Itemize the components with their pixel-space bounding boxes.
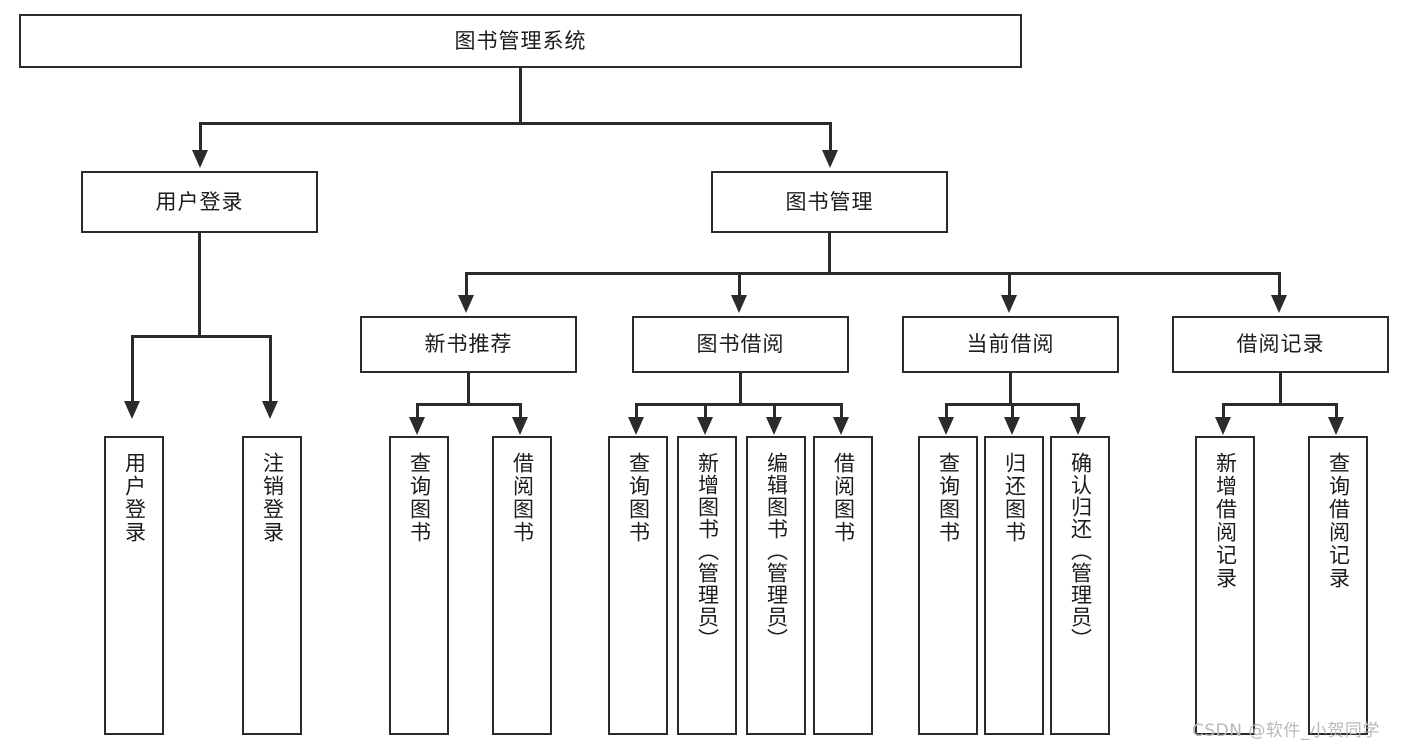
connector-borrow-record-stem: [1279, 373, 1282, 405]
node-label: 新书推荐: [424, 332, 513, 357]
connector-borrow-record-bus: [1222, 403, 1338, 406]
arrowhead-to-book-borrow: [731, 295, 747, 313]
node-label: 查询借阅记录: [1326, 452, 1351, 590]
node-root-system[interactable]: 图书管理系统: [19, 14, 1022, 68]
node-label: 借阅记录: [1236, 332, 1325, 357]
connector-borrow-record-drop-1: [1222, 403, 1225, 419]
node-label: 借阅图书: [510, 452, 535, 544]
node-label: 归还图书: [1002, 452, 1027, 544]
arrowhead-new-book-leaf-1: [409, 417, 425, 435]
connector-new-book-drop-2: [519, 403, 522, 419]
connector-new-book-drop-1: [416, 403, 419, 419]
arrowhead-book-borrow-leaf-3: [766, 417, 782, 435]
connector-book-borrow-bus: [635, 403, 843, 406]
connector-current-borrow-drop-2: [1011, 403, 1014, 419]
connector-current-borrow-stem: [1009, 373, 1012, 405]
connector-user-login-drop-1: [131, 335, 134, 403]
node-label: 当前借阅: [966, 332, 1055, 357]
arrowhead-to-current-borrow: [1001, 295, 1017, 313]
connector-user-login-drop-2: [269, 335, 272, 403]
node-book-borrow[interactable]: 图书借阅: [632, 316, 849, 373]
connector-root-drop-1: [199, 122, 202, 152]
node-label: 用户登录: [122, 452, 147, 544]
connector-new-book-bus: [416, 403, 521, 406]
leaf-add-borrow-record[interactable]: 新增借阅记录: [1195, 436, 1255, 735]
connector-current-borrow-drop-3: [1077, 403, 1080, 419]
node-label: 借阅图书: [831, 452, 856, 544]
node-borrow-record[interactable]: 借阅记录: [1172, 316, 1389, 373]
node-label: 编辑图书（管理员）: [764, 452, 789, 650]
arrowhead-to-book-manage: [822, 150, 838, 168]
arrowhead-to-borrow-record: [1271, 295, 1287, 313]
arrowhead-book-borrow-leaf-4: [833, 417, 849, 435]
connector-level3-drop-3: [1008, 272, 1011, 297]
leaf-confirm-return-admin[interactable]: 确认归还（管理员）: [1050, 436, 1110, 735]
csdn-watermark: CSDN @软件_小贺同学: [1192, 721, 1380, 741]
connector-user-login-bus: [131, 335, 270, 338]
node-label: 注销登录: [260, 452, 285, 544]
node-user-login[interactable]: 用户登录: [81, 171, 318, 233]
connector-book-borrow-drop-1: [635, 403, 638, 419]
node-label: 图书管理: [785, 189, 874, 214]
arrowhead-to-user-login: [192, 150, 208, 168]
node-label: 查询图书: [626, 452, 651, 544]
connector-book-borrow-drop-4: [840, 403, 843, 419]
leaf-borrow-book[interactable]: 借阅图书: [813, 436, 873, 735]
leaf-add-book-admin[interactable]: 新增图书（管理员）: [677, 436, 737, 735]
leaf-query-book-current[interactable]: 查询图书: [918, 436, 978, 735]
connector-level3-drop-2: [738, 272, 741, 297]
node-label: 新增借阅记录: [1213, 452, 1238, 590]
node-book-management[interactable]: 图书管理: [711, 171, 948, 233]
connector-current-borrow-drop-1: [945, 403, 948, 419]
node-label: 查询图书: [407, 452, 432, 544]
connector-root-drop-2: [829, 122, 832, 152]
arrowhead-new-book-leaf-2: [512, 417, 528, 435]
node-label: 查询图书: [936, 452, 961, 544]
node-label: 新增图书（管理员）: [695, 452, 720, 650]
leaf-edit-book-admin[interactable]: 编辑图书（管理员）: [746, 436, 806, 735]
node-current-borrow[interactable]: 当前借阅: [902, 316, 1119, 373]
arrowhead-user-login-leaf-1: [124, 401, 140, 419]
connector-borrow-record-drop-2: [1335, 403, 1338, 419]
arrowhead-current-borrow-leaf-2: [1004, 417, 1020, 435]
arrowhead-current-borrow-leaf-3: [1070, 417, 1086, 435]
leaf-logout[interactable]: 注销登录: [242, 436, 302, 735]
leaf-return-book[interactable]: 归还图书: [984, 436, 1044, 735]
connector-book-borrow-drop-2: [704, 403, 707, 419]
arrowhead-book-borrow-leaf-2: [697, 417, 713, 435]
connector-book-borrow-drop-3: [773, 403, 776, 419]
node-label: 用户登录: [155, 189, 244, 214]
arrowhead-to-new-book: [458, 295, 474, 313]
leaf-query-book-recommend[interactable]: 查询图书: [389, 436, 449, 735]
connector-user-login-stem: [198, 233, 201, 337]
connector-root-stem: [519, 68, 522, 124]
arrowhead-borrow-record-leaf-2: [1328, 417, 1344, 435]
connector-level3-drop-4: [1278, 272, 1281, 297]
connector-level3-drop-1: [465, 272, 468, 297]
arrowhead-book-borrow-leaf-1: [628, 417, 644, 435]
node-label: 图书管理系统: [454, 28, 587, 53]
leaf-query-book-borrow[interactable]: 查询图书: [608, 436, 668, 735]
arrowhead-borrow-record-leaf-1: [1215, 417, 1231, 435]
arrowhead-user-login-leaf-2: [262, 401, 278, 419]
connector-new-book-stem: [467, 373, 470, 405]
connector-book-manage-stem: [828, 233, 831, 274]
node-label: 确认归还（管理员）: [1068, 452, 1093, 650]
arrowhead-current-borrow-leaf-1: [938, 417, 954, 435]
leaf-query-borrow-record[interactable]: 查询借阅记录: [1308, 436, 1368, 735]
node-new-book-recommend[interactable]: 新书推荐: [360, 316, 577, 373]
connector-root-bus: [199, 122, 832, 125]
leaf-borrow-book-recommend[interactable]: 借阅图书: [492, 436, 552, 735]
connector-book-manage-bus: [465, 272, 1281, 275]
connector-book-borrow-stem: [739, 373, 742, 405]
leaf-user-login[interactable]: 用户登录: [104, 436, 164, 735]
node-label: 图书借阅: [696, 332, 785, 357]
